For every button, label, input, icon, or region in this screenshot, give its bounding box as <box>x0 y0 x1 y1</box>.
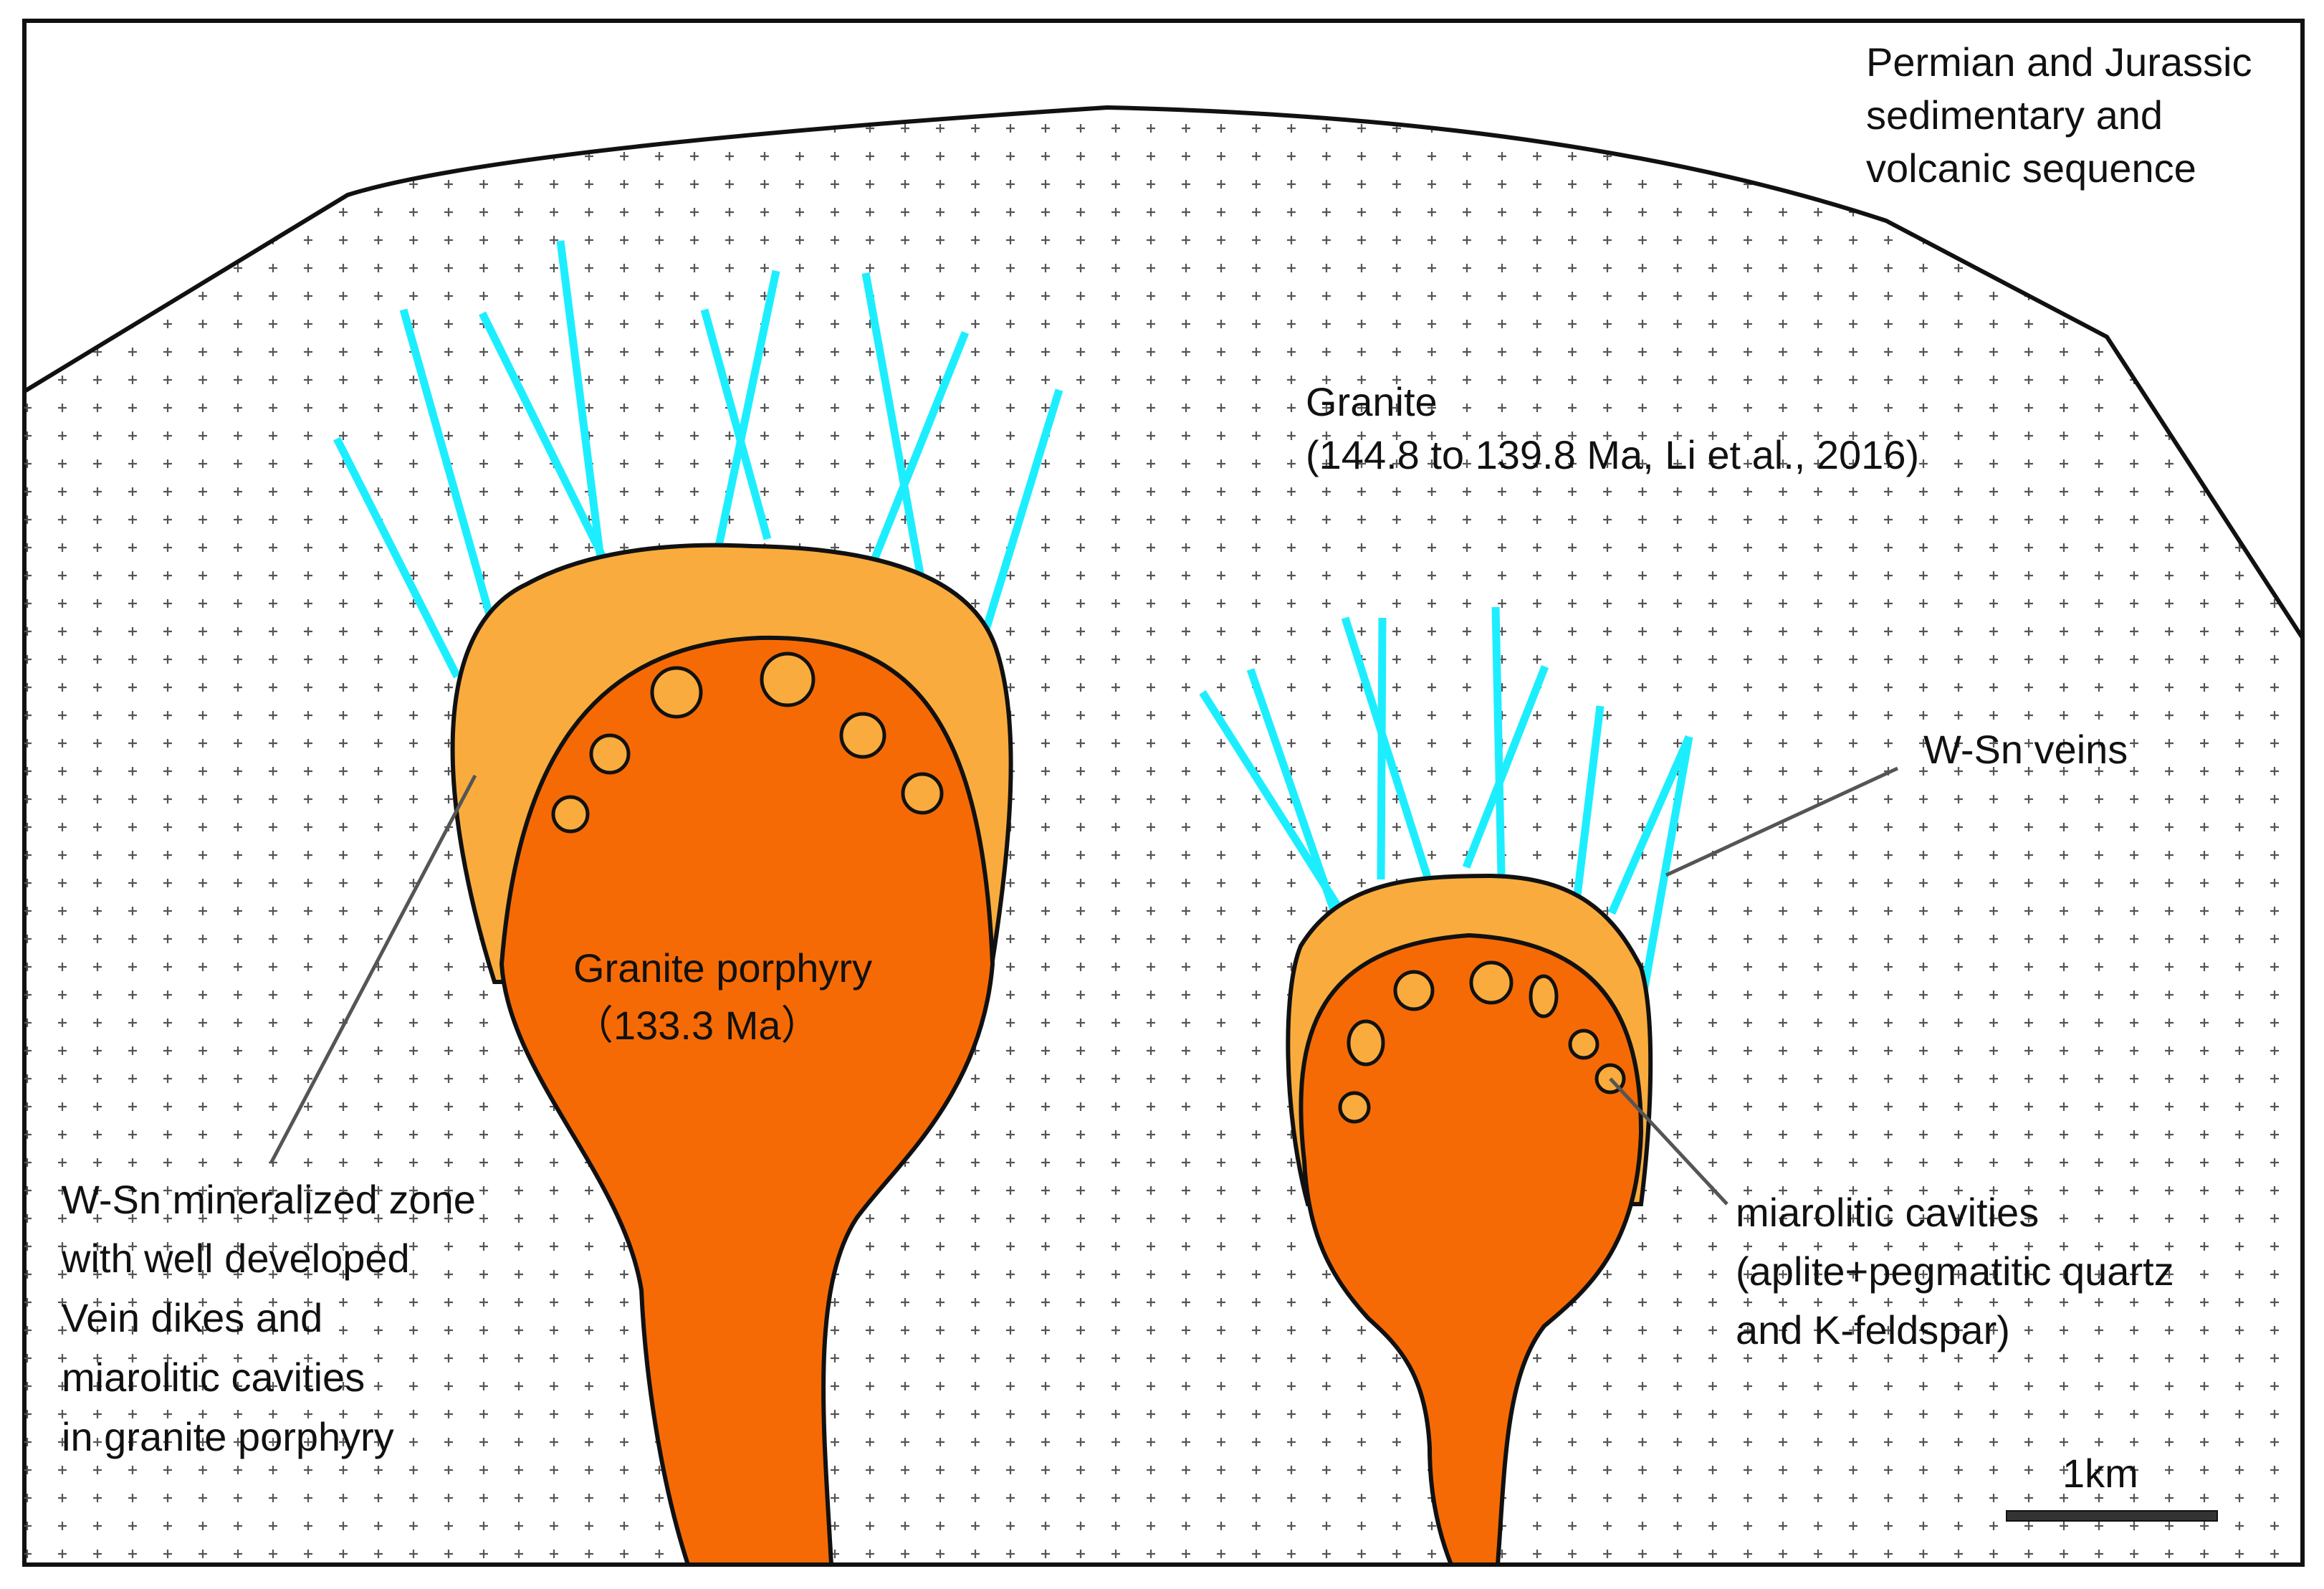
w-sn-veins-left <box>333 240 1063 679</box>
mineralized-zone-line-5: in granite porphyry <box>62 1414 394 1459</box>
granite-porphyry-label: Granite porphyry （133.3 Ma） <box>573 945 884 1048</box>
host-rock-line-3: volcanic sequence <box>1866 145 2196 191</box>
left-miarolitic-cavities <box>551 652 944 834</box>
leader-mineralized-zone <box>269 774 477 1165</box>
leader-miarolitic-cavities <box>1609 1077 1728 1206</box>
mineralized-zone-label: W-Sn mineralized zone with well develope… <box>61 1177 487 1459</box>
granite-label: Granite (144.8 to 139.8 Ma, Li et al., 2… <box>1306 379 1919 477</box>
mineralized-zone-line-1: W-Sn mineralized zone <box>62 1177 476 1222</box>
host-rock-line-1: Permian and Jurassic <box>1866 39 2252 85</box>
miarolitic-cavities-line-1: miarolitic cavities <box>1736 1190 2039 1235</box>
miarolitic-cavities-label: miarolitic cavities (aplite+pegmatitic q… <box>1736 1190 2185 1352</box>
scale-bar <box>2006 1510 2218 1522</box>
leader-lines <box>269 766 1899 1206</box>
miarolitic-cavities-line-2: (aplite+pegmatitic quartz <box>1736 1249 2174 1294</box>
granite-name: Granite <box>1306 379 1438 424</box>
mineralized-zone-line-2: with well developed <box>61 1236 410 1281</box>
left-granite-porphyry-body <box>499 635 995 1567</box>
right-miarolitic-cavities <box>1338 960 1626 1124</box>
mineralized-zone-line-4: miarolitic cavities <box>62 1355 365 1400</box>
granite-contact-line <box>23 105 2305 639</box>
host-rock-line-2: sedimentary and <box>1866 92 2163 138</box>
w-sn-veins-label: W-Sn veins <box>1923 727 2128 772</box>
leader-w-sn-veins <box>1665 766 1899 877</box>
w-sn-veins-right <box>1199 606 1693 1004</box>
miarolitic-cavities-line-3: and K-feldspar) <box>1736 1307 2010 1352</box>
granite-porphyry-age: （133.3 Ma） <box>573 1003 821 1048</box>
host-rock-label: Permian and Jurassic sedimentary and vol… <box>1866 39 2263 191</box>
mineralized-zone-line-3: Vein dikes and <box>62 1295 322 1340</box>
granite-age: (144.8 to 139.8 Ma, Li et al., 2016) <box>1306 432 1919 477</box>
right-granite-porphyry-body <box>1299 932 1644 1567</box>
scale-bar-label: 1km <box>2062 1451 2138 1496</box>
granite-porphyry-name: Granite porphyry <box>573 945 872 991</box>
granite-host-body <box>24 108 2303 1565</box>
